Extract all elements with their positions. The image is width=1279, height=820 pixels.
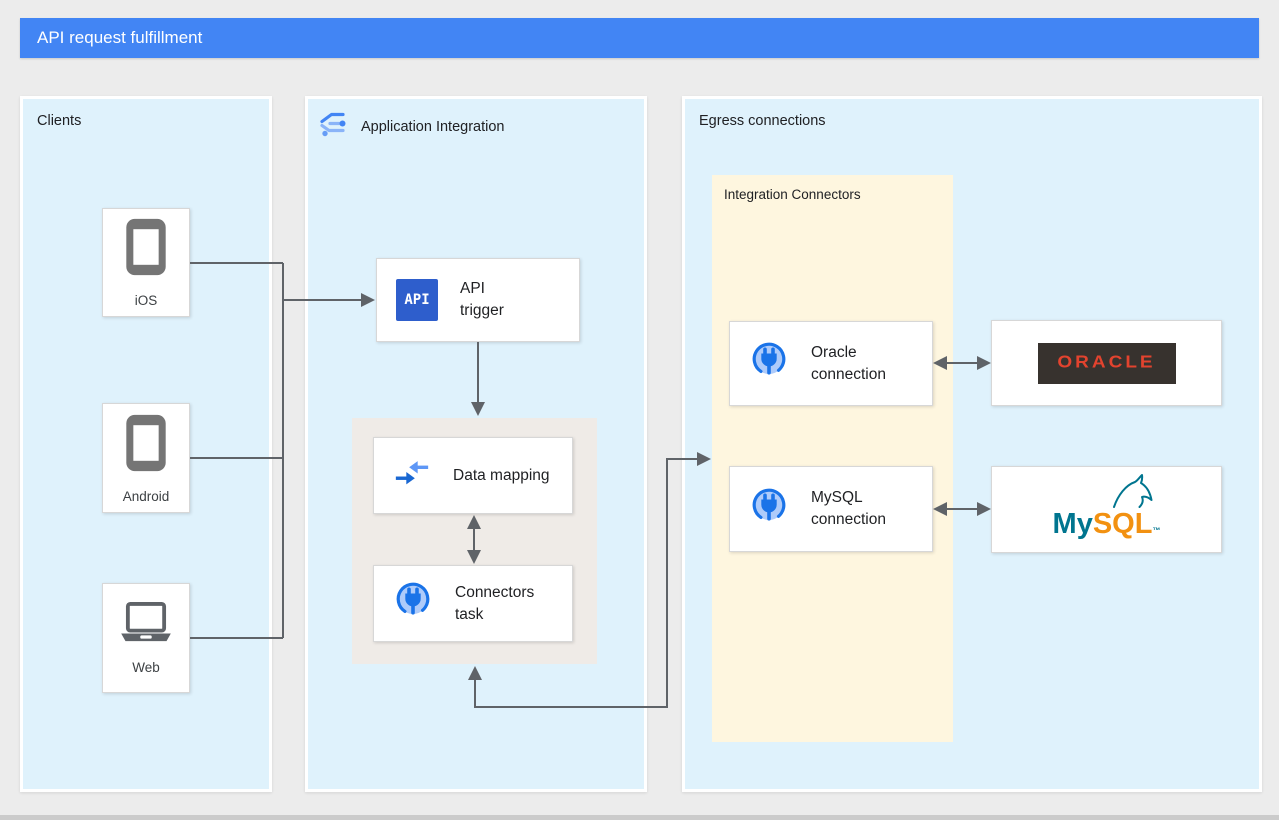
connectors-task-node: Connectors task [373,565,573,642]
egress-connections-label: Egress connections [699,113,826,129]
client-card-android: Android [102,403,190,513]
application-integration-icon [316,108,348,145]
mysql-wordmark: MySQL™ [992,508,1221,541]
data-mapping-icon [393,458,431,493]
client-card-web: Web [102,583,190,693]
smartphone-icon [124,217,168,282]
client-card-ios: iOS [102,208,190,317]
api-trigger-icon: API [396,279,438,321]
oracle-logo-text: ORACLE [1057,352,1156,373]
mysql-dolphin-icon [1110,473,1156,514]
bottom-border-strip [0,815,1279,820]
mysql-wordmark-sql: SQL [1092,508,1153,540]
data-mapping-label: Data mapping [453,466,550,484]
oracle-logo: ORACLE [1037,342,1176,384]
mysql-database-card: MySQL™ [991,466,1222,553]
client-card-label: iOS [134,293,158,308]
connector-plug-icon [393,580,433,627]
mysql-connection-node: MySQL connection [729,466,933,552]
laptop-icon [119,601,173,649]
integration-connectors-panel: Integration Connectors [712,175,953,742]
diagram-title: API request fulfillment [37,28,203,47]
client-card-label: Android [122,488,170,504]
connector-plug-icon [749,340,789,387]
application-integration-label: Application Integration [361,118,505,135]
diagram-title-bar: API request fulfillment [20,18,1259,58]
data-mapping-node: Data mapping [373,437,573,514]
api-trigger-node: API API trigger [376,258,580,342]
oracle-database-card: ORACLE [991,320,1222,406]
application-integration-header: Application Integration [316,108,505,145]
api-trigger-label: API trigger [460,280,504,319]
mysql-logo: MySQL™ [992,467,1221,552]
mysql-wordmark-my: My [1052,508,1093,540]
client-card-label: Web [132,659,160,675]
integration-connectors-label: Integration Connectors [724,187,861,202]
mysql-connection-label: MySQL connection [811,489,886,528]
mysql-trademark: ™ [1152,526,1161,535]
clients-panel-label: Clients [37,113,82,129]
connectors-task-label: Connectors task [455,583,535,623]
smartphone-icon [124,413,168,478]
oracle-connection-node: Oracle connection [729,321,933,406]
oracle-connection-label: Oracle connection [811,343,886,383]
connector-plug-icon [749,486,789,533]
